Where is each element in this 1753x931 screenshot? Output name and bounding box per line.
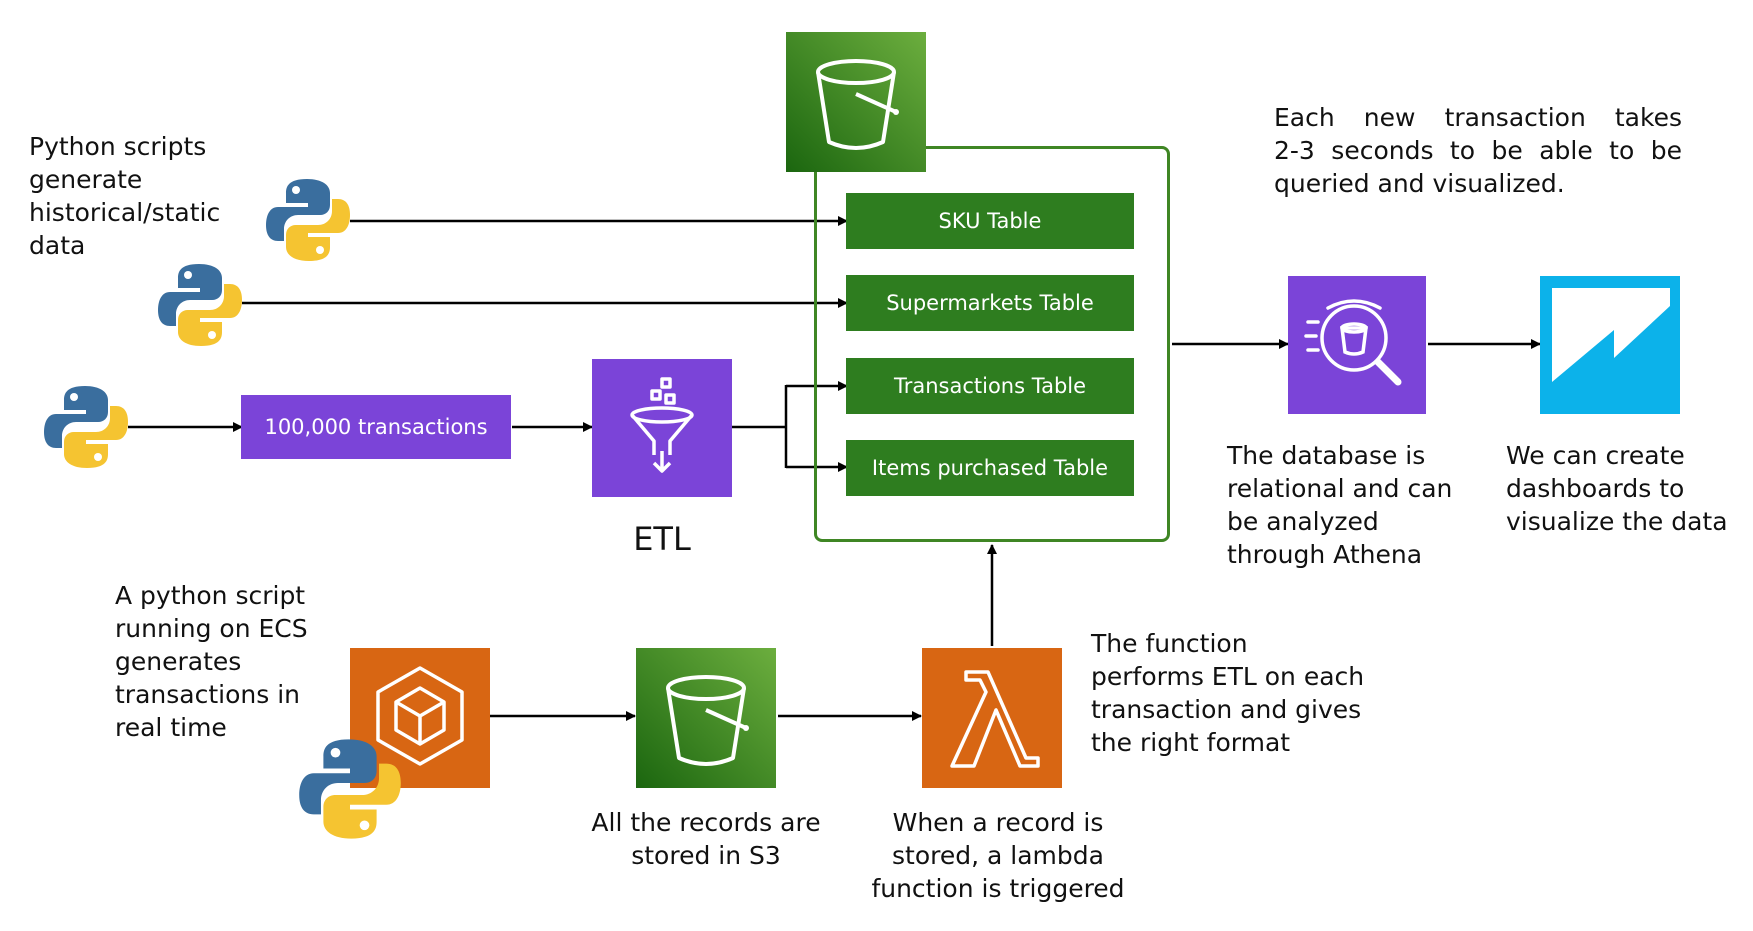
athena-icon bbox=[1288, 276, 1426, 414]
lambda-icon bbox=[922, 648, 1062, 788]
python-icon bbox=[44, 386, 128, 468]
quicksight-icon bbox=[1540, 276, 1680, 414]
latency-note: Each new transaction takes 2-3 seconds t… bbox=[1274, 103, 1682, 198]
etl-label: ETL bbox=[633, 520, 691, 558]
s3-records-label: All the records are stored in S3 bbox=[591, 808, 821, 870]
python-icon bbox=[299, 739, 401, 839]
sku-table: SKU Table bbox=[846, 193, 1134, 249]
athena-description: The database is relational and can be an… bbox=[1227, 441, 1453, 569]
dashboard-description: We can create dashboards to visualize th… bbox=[1506, 441, 1728, 536]
lambda-trigger-label: When a record is stored, a lambda functi… bbox=[871, 808, 1125, 903]
s3-bucket-icon bbox=[786, 32, 926, 172]
python-icon bbox=[158, 264, 242, 346]
s3-bucket-icon bbox=[636, 648, 776, 788]
glue-funnel-icon bbox=[592, 359, 732, 497]
transactions-count-box: 100,000 transactions bbox=[241, 395, 511, 459]
python-icon bbox=[266, 179, 350, 261]
function-etl-label: The function performs ETL on each transa… bbox=[1091, 629, 1365, 757]
items-purchased-table: Items purchased Table bbox=[846, 440, 1134, 496]
ecs-script-label: A python script running on ECS generates… bbox=[115, 581, 308, 742]
supermarkets-table: Supermarkets Table bbox=[846, 275, 1134, 331]
database-container bbox=[814, 146, 1170, 542]
transactions-table: Transactions Table bbox=[846, 358, 1134, 414]
python-historical-label: Python scripts generate historical/stati… bbox=[29, 132, 221, 260]
